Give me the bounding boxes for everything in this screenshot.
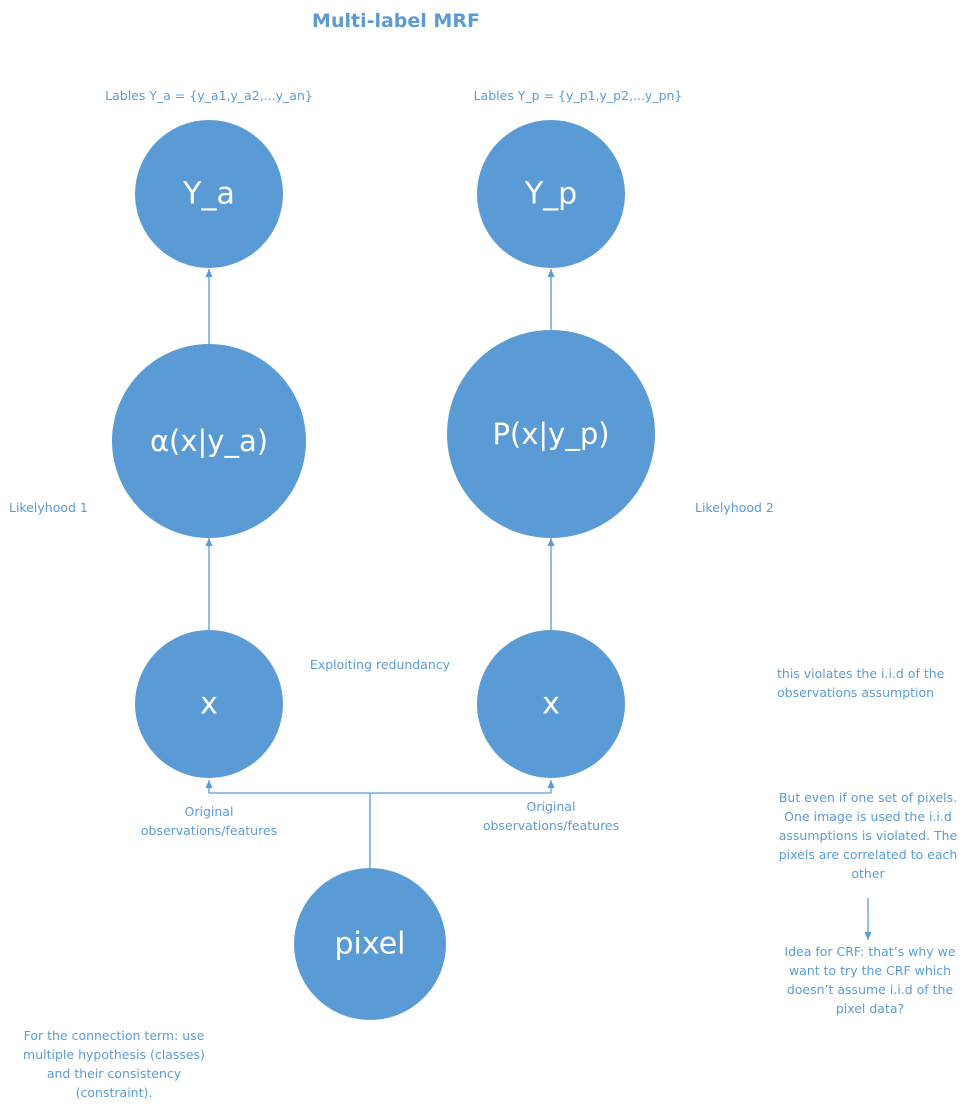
original-right-line-2: observations/features: [482, 818, 620, 833]
labels-y-a: Lables Y_a = {y_a1,y_a2,...y_an}: [105, 88, 313, 103]
crf-note-line-3: doesn’t assume i.i.d of the: [786, 982, 954, 997]
pixel-correlation-note: But even if one set of pixels. One image…: [768, 788, 968, 883]
original-right-line-1: Original: [526, 799, 576, 814]
original-observations-right: Original observations/features: [438, 797, 664, 835]
crf-idea-note: Idea for CRF: that’s why we want to try …: [775, 942, 965, 1018]
original-observations-left: Original observations/features: [96, 802, 322, 840]
likelihood-2-label: Likelyhood 2: [695, 500, 774, 515]
even-note-line-2: One image is used the i.i.d: [784, 809, 952, 824]
node-pixel: pixel: [294, 868, 446, 1020]
crf-note-line-2: want to try the CRF which: [788, 963, 952, 978]
even-note-line-5: other: [851, 866, 885, 881]
node-y-a-label: Y_a: [182, 177, 235, 212]
even-note-line-1: But even if one set of pixels.: [778, 790, 958, 805]
node-p-label: P(x|y_p): [492, 417, 609, 451]
iid-violation-note: this violates the i.i.d of the observati…: [777, 664, 972, 702]
iid-note-line-2: observations assumption: [777, 685, 935, 700]
iid-note-line-1: this violates the i.i.d of the: [777, 666, 945, 681]
node-p: P(x|y_p): [447, 330, 655, 538]
likelihood-1-label: Likelyhood 1: [9, 500, 88, 515]
node-y-p: Y_p: [477, 120, 625, 268]
node-pixel-label: pixel: [334, 927, 405, 962]
labels-y-p: Lables Y_p = {y_p1,y_p2,...y_pn}: [473, 88, 683, 103]
node-x-left: x: [135, 630, 283, 778]
conn-note-line-2: multiple hypothesis (classes): [23, 1047, 205, 1062]
node-x-right-label: x: [542, 687, 560, 722]
conn-note-line-1: For the connection term: use: [23, 1028, 205, 1043]
node-y-a: Y_a: [135, 120, 283, 268]
node-alpha: α(x|y_a): [112, 344, 306, 538]
node-x-right: x: [477, 630, 625, 778]
even-note-line-4: pixels are correlated to each: [778, 847, 958, 862]
diagram-title: Multi-label MRF: [312, 10, 480, 32]
even-note-line-3: assumptions is violated. The: [778, 828, 958, 843]
original-left-line-1: Original: [184, 804, 234, 819]
conn-note-line-4: (constraint).: [75, 1085, 153, 1100]
node-alpha-label: α(x|y_a): [150, 424, 268, 458]
node-y-p-label: Y_p: [524, 177, 577, 212]
connection-term-note: For the connection term: use multiple hy…: [10, 1026, 218, 1102]
conn-note-line-3: and their consistency: [46, 1066, 182, 1081]
node-x-left-label: x: [200, 687, 218, 722]
exploiting-redundancy-label: Exploiting redundancy: [309, 657, 451, 672]
crf-note-line-4: pixel data?: [835, 1001, 905, 1016]
crf-note-line-1: Idea for CRF: that’s why we: [784, 944, 956, 959]
original-left-line-2: observations/features: [140, 823, 278, 838]
